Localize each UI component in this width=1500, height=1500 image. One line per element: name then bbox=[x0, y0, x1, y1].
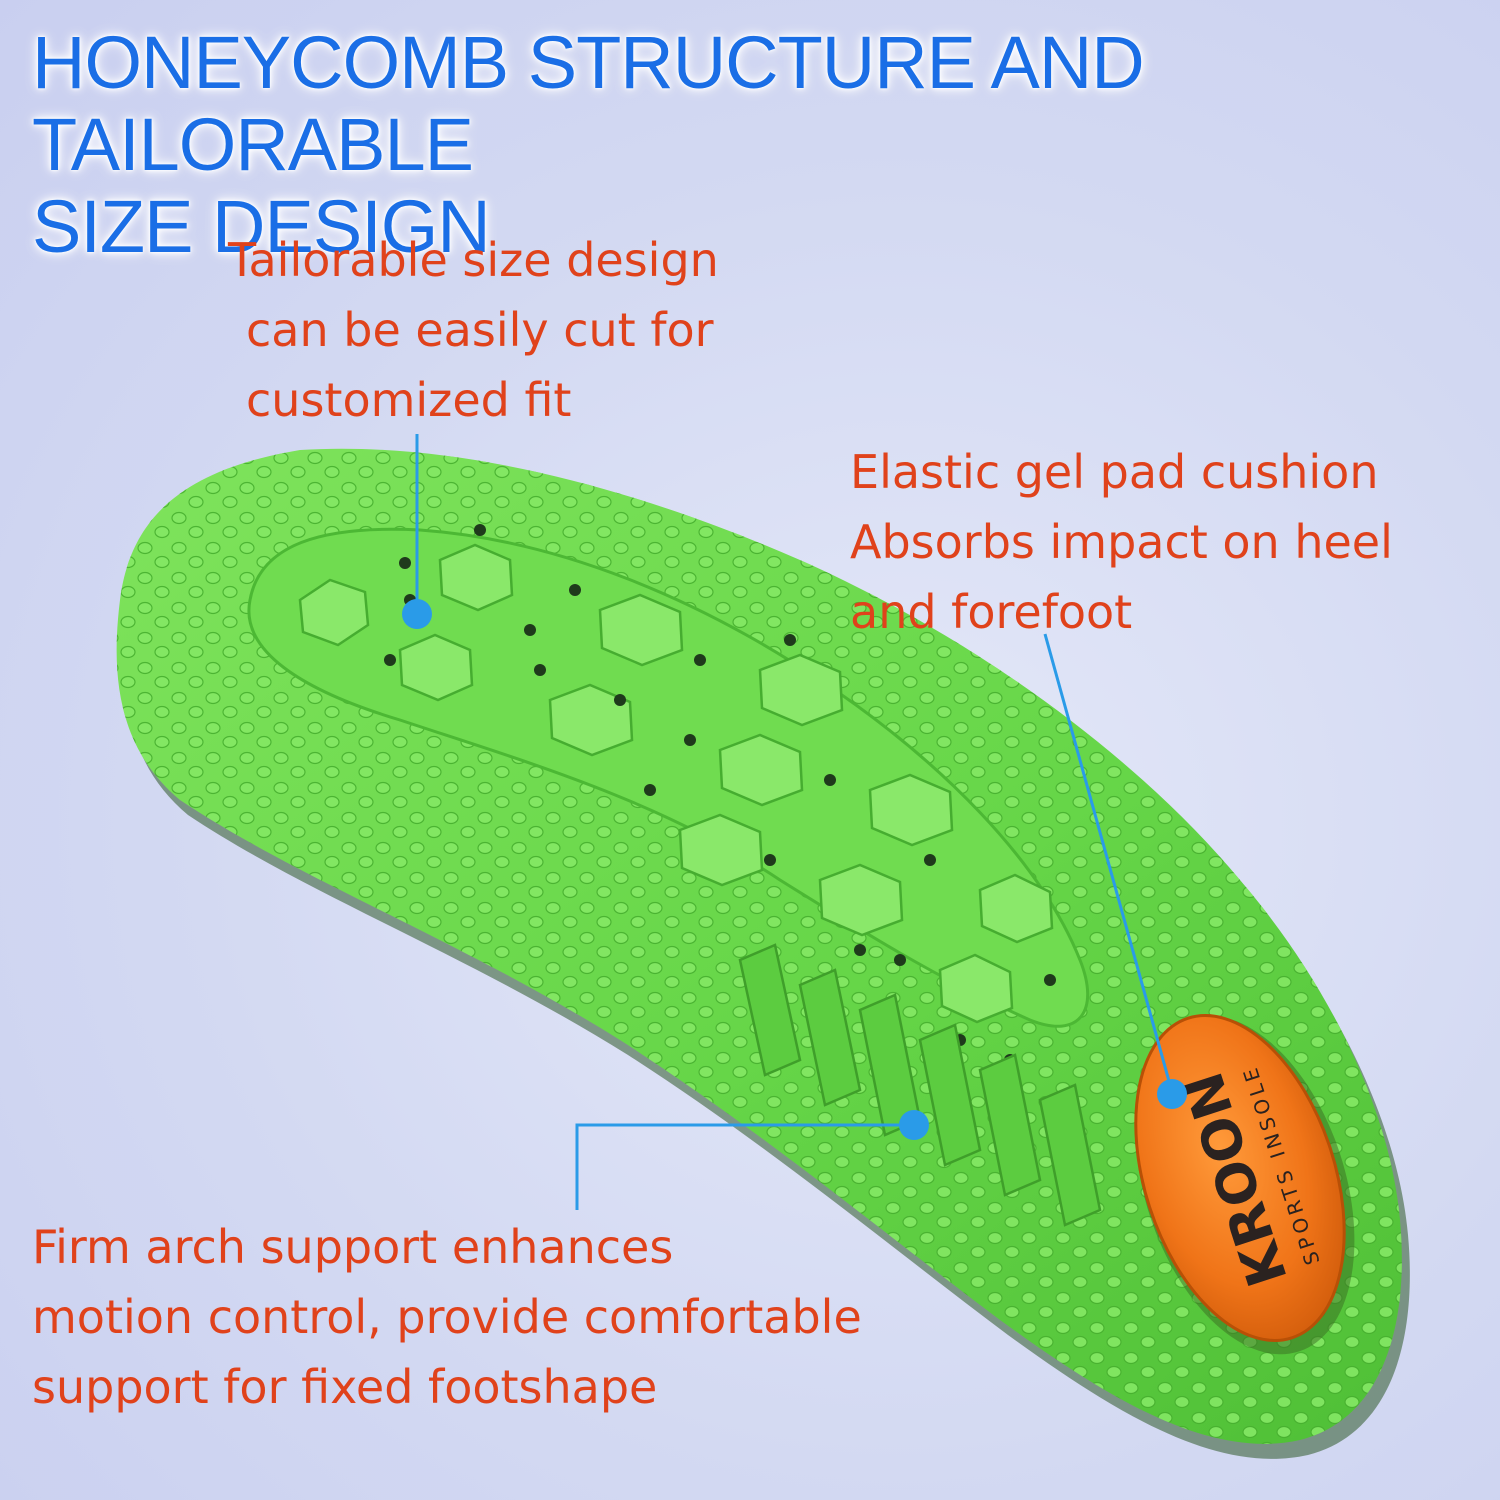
callout-arch-line-3: support for fixed footshape bbox=[32, 1360, 658, 1414]
arch-support-ribs bbox=[738, 943, 1102, 1227]
callout-gel-pad-line-1: Elastic gel pad cushion bbox=[850, 445, 1379, 499]
callout-arch-line-2: motion control, provide comfortable bbox=[32, 1290, 862, 1344]
heel-gel-pad: KROON SPORTS INSOLE bbox=[1134, 1014, 1355, 1355]
vent-holes bbox=[384, 524, 1056, 1066]
leader-line-gel-pad bbox=[1043, 633, 1174, 1093]
callout-tailorable-size: Tailorable size design can be easily cut… bbox=[228, 225, 719, 435]
leader-dots bbox=[402, 599, 1187, 1140]
callout-tailorable-line-1: Tailorable size design bbox=[228, 233, 719, 287]
callout-arch-support: Firm arch support enhances motion contro… bbox=[32, 1212, 862, 1422]
title-line-1: HONEYCOMB STRUCTURE AND TAILORABLE bbox=[32, 21, 1145, 186]
callout-gel-pad-line-2: Absorbs impact on heel bbox=[850, 515, 1393, 569]
callout-gel-pad: Elastic gel pad cushion Absorbs impact o… bbox=[850, 437, 1393, 647]
honeycomb-pods bbox=[298, 543, 1054, 1024]
leader-dot-tailorable bbox=[402, 599, 432, 629]
callout-tailorable-line-2: can be easily cut for bbox=[246, 303, 714, 357]
leader-dot-gel-pad bbox=[1157, 1079, 1187, 1109]
title-line-2: SIZE DESIGN bbox=[32, 185, 491, 268]
page-title: HONEYCOMB STRUCTURE AND TAILORABLE SIZE … bbox=[32, 22, 1472, 268]
leader-lines bbox=[415, 434, 1174, 1210]
callout-gel-pad-line-3: and forefoot bbox=[850, 585, 1133, 639]
callout-tailorable-line-3: customized fit bbox=[246, 373, 572, 427]
leader-dot-arch bbox=[899, 1110, 929, 1140]
leader-line-arch bbox=[575, 1123, 912, 1210]
callout-arch-line-1: Firm arch support enhances bbox=[32, 1220, 674, 1274]
